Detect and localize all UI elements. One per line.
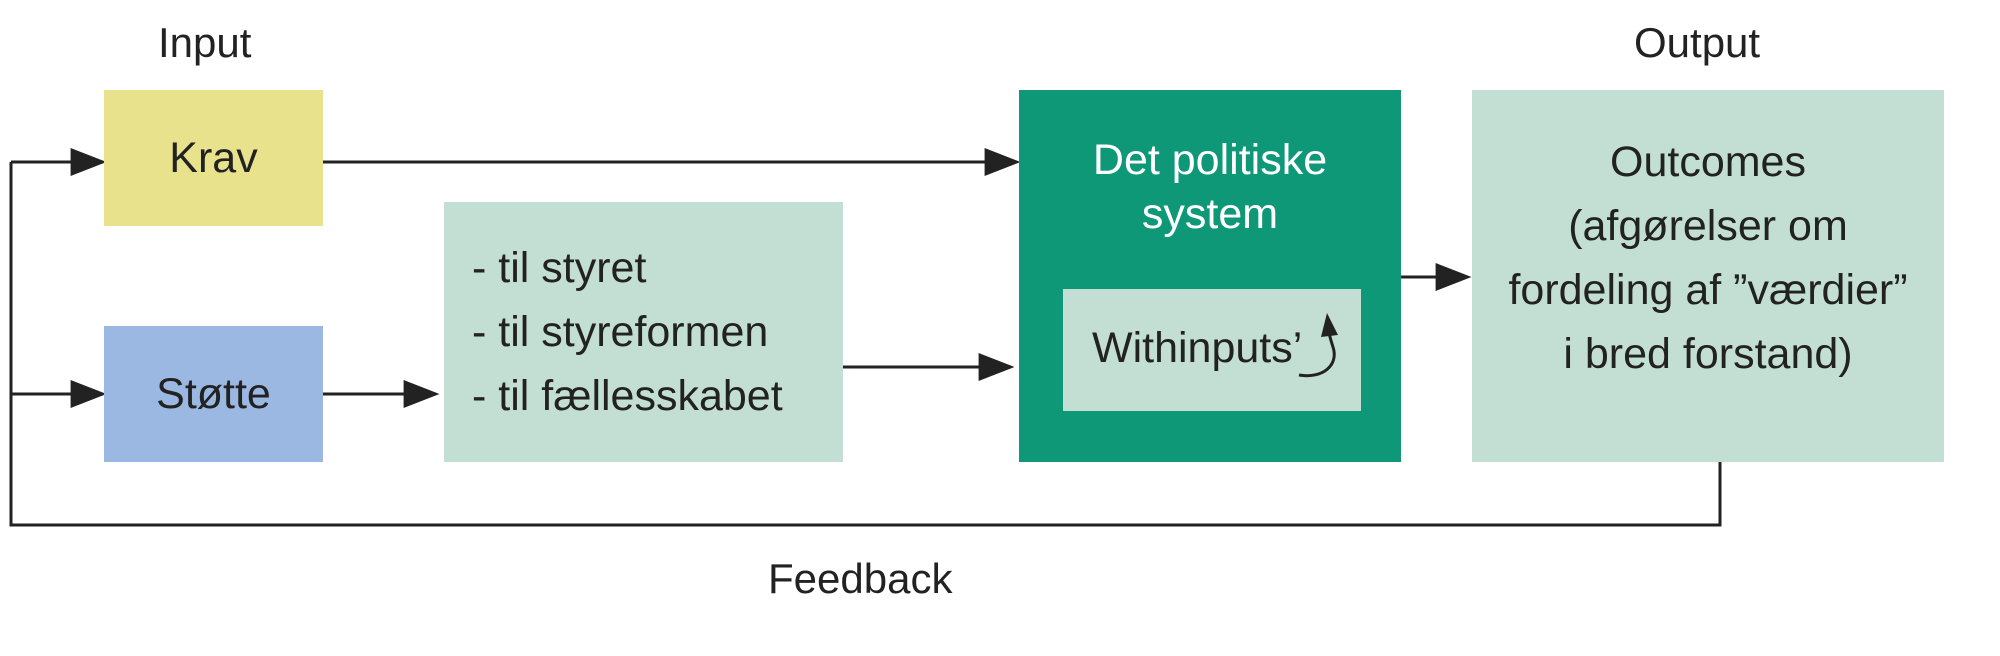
outcomes-box: Outcomes (afgørelser om fordeling af ”væ… (1472, 90, 1944, 462)
input-label: Input (158, 19, 252, 66)
political-system-title-line: Det politiske (1092, 136, 1328, 184)
withinputs-text: Withinputs’ (1092, 324, 1303, 372)
political-system-box: Det politiske system Withinputs’ (1019, 90, 1401, 462)
political-system-title-line: system (1141, 190, 1279, 238)
krav-box-text: Krav (169, 133, 258, 182)
outcomes-line: Outcomes (1610, 138, 1806, 186)
support-targets-box: - til styret - til styreformen - til fæl… (444, 202, 843, 462)
krav-box: Krav (104, 90, 323, 226)
stotte-box-text: Støtte (156, 369, 271, 418)
feedback-loop-line (9, 162, 1722, 527)
stotte-box: Støtte (104, 326, 323, 462)
outcomes-line: fordeling af ”værdier” (1508, 266, 1908, 314)
support-target-line: - til styreformen (472, 308, 769, 356)
withinputs-box: Withinputs’ (1063, 289, 1361, 411)
outcomes-line: i bred forstand) (1563, 330, 1853, 378)
political-system-title: Det politiske system (1019, 133, 1401, 241)
support-target-line: - til styret (472, 244, 647, 292)
outcomes-line: (afgørelser om (1568, 202, 1848, 250)
feedback-label: Feedback (768, 555, 953, 602)
output-label: Output (1634, 19, 1761, 66)
loop-arrow-icon (1298, 313, 1338, 378)
support-target-line: - til fællesskabet (472, 372, 783, 420)
